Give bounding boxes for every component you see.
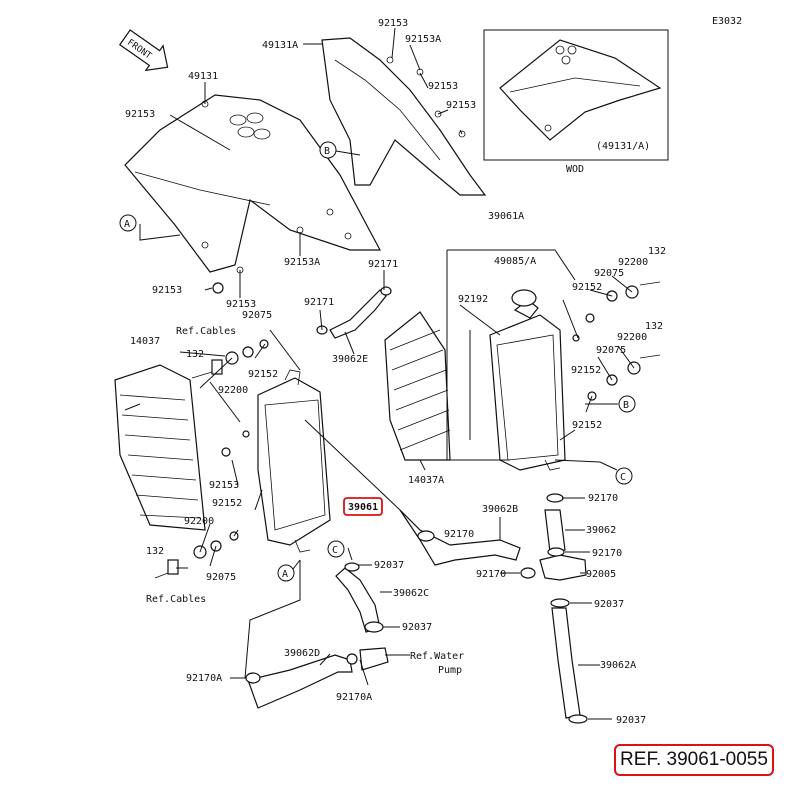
part-label: 92005: [586, 569, 616, 580]
part-label: 92153A: [284, 257, 320, 268]
part-label: 92170: [444, 529, 474, 540]
part-label: 92170: [592, 548, 622, 559]
part-label: 92200: [184, 516, 214, 527]
part-label: 92153: [428, 81, 458, 92]
part-label: 92152: [572, 420, 602, 431]
part-label: 39062D: [284, 648, 320, 659]
part-label: 92075: [206, 572, 236, 583]
part-label: 92153A: [405, 34, 441, 45]
part-label: 92153: [378, 18, 408, 29]
front-arrow-icon: FRONT: [118, 29, 169, 72]
part-label: 39062: [586, 525, 616, 536]
part-label: 92170A: [186, 673, 222, 684]
part-label: Ref.Water: [410, 651, 464, 662]
highlighted-part-39061[interactable]: 39061: [343, 497, 383, 516]
part-label: 92075: [242, 310, 272, 321]
part-label: 132: [645, 321, 663, 332]
part-label: 92153: [226, 299, 256, 310]
part-label: 39062B: [482, 504, 518, 515]
part-label: 92171: [304, 297, 334, 308]
part-label: 132: [648, 246, 666, 257]
part-label: 39061A: [488, 211, 524, 222]
reference-number: REF. 39061-0055: [620, 749, 768, 770]
part-label: 92192: [458, 294, 488, 305]
part-label: 92153: [209, 480, 239, 491]
svg-text:B: B: [324, 146, 330, 157]
part-label: Pump: [438, 665, 462, 676]
part-label: Ref.Cables: [176, 326, 236, 337]
inset-ref: (49131/A): [596, 141, 650, 152]
part-label: 14037: [130, 336, 160, 347]
part-label: 92200: [617, 332, 647, 343]
part-label: 39062A: [600, 660, 636, 671]
part-label: 39062C: [393, 588, 429, 599]
right-louver: [384, 311, 451, 461]
part-label: 92152: [571, 365, 601, 376]
right-radiator: [489, 289, 566, 471]
callout-a-lower: A: [277, 564, 295, 582]
part-label: 92037: [594, 599, 624, 610]
callout-c-lower: C: [327, 540, 345, 558]
svg-text:A: A: [282, 569, 288, 580]
part-label: 92037: [616, 715, 646, 726]
part-label: 49131A: [262, 40, 298, 51]
part-label: 92075: [594, 268, 624, 279]
part-labels: 49131A 92153 92153A 92153 92153 92153 49…: [125, 18, 666, 726]
part-label: 39062E: [332, 354, 368, 365]
svg-text:A: A: [124, 219, 130, 230]
shroud-bracket: [321, 37, 487, 196]
highlighted-part-label: 39061: [348, 502, 378, 513]
part-label: 92170A: [336, 692, 372, 703]
part-label: 92153: [125, 109, 155, 120]
diagram-code: E3032: [712, 16, 742, 27]
part-label: 92152: [572, 282, 602, 293]
part-label: 92171: [368, 259, 398, 270]
callout-b-top: B: [319, 141, 337, 159]
part-label: 14037A: [408, 475, 444, 486]
part-label: 92037: [374, 560, 404, 571]
hoses: [247, 289, 587, 719]
part-label: 92153: [446, 100, 476, 111]
part-label: Ref.Cables: [146, 594, 206, 605]
part-label: 92170: [588, 493, 618, 504]
svg-text:B: B: [623, 400, 629, 411]
callout-b-right: B: [618, 395, 636, 413]
callout-c-right: C: [615, 467, 633, 485]
part-label: 92200: [618, 257, 648, 268]
svg-text:C: C: [332, 545, 338, 556]
part-label: 49131: [188, 71, 218, 82]
reference-number-box: REF. 39061-0055: [614, 744, 774, 776]
part-label: 49085/A: [494, 256, 536, 267]
part-label: 92152: [212, 498, 242, 509]
part-label: 92170: [476, 569, 506, 580]
part-label: 92200: [218, 385, 248, 396]
part-label: 132: [186, 349, 204, 360]
part-label: 92037: [402, 622, 432, 633]
left-shroud: [124, 94, 381, 273]
inset-label: WOD: [566, 164, 584, 175]
part-label: 92075: [596, 345, 626, 356]
leader-lines: [124, 27, 635, 720]
callout-a-top: A: [119, 214, 137, 232]
part-label: 92153: [152, 285, 182, 296]
left-radiator: [257, 369, 331, 553]
clamps: [245, 286, 588, 724]
part-label: 92152: [248, 369, 278, 380]
svg-text:C: C: [620, 472, 626, 483]
inset-box: (49131/A) WOD: [483, 29, 669, 175]
part-label: 132: [146, 546, 164, 557]
left-louver: [114, 364, 206, 531]
